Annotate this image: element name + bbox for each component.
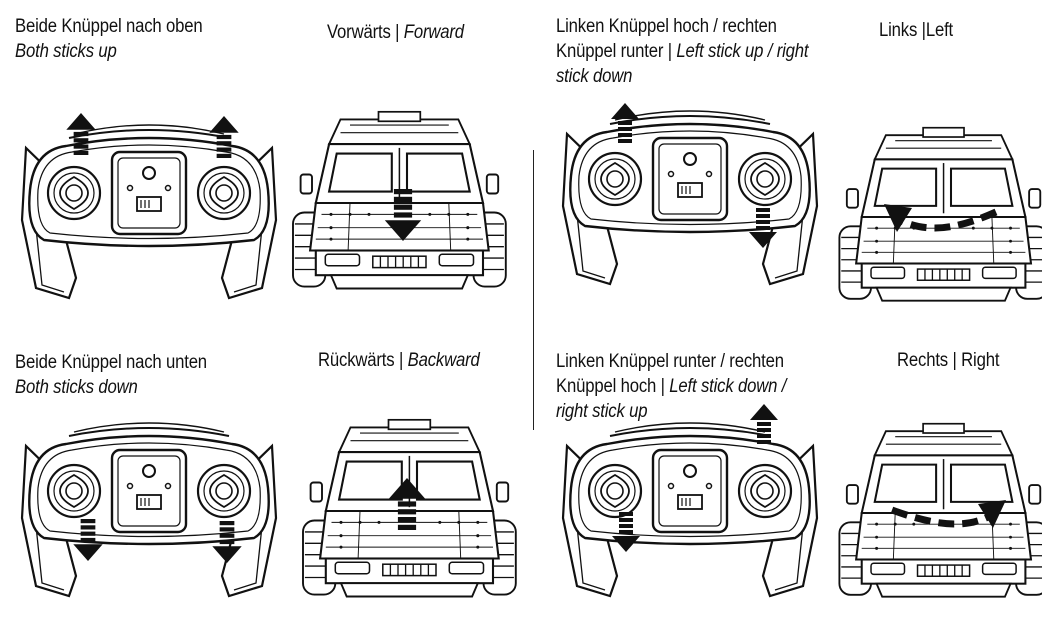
right-instruction: Linken Knüppel runter / rechten Knüppel … (556, 351, 787, 422)
forward-controller (20, 123, 278, 300)
right-right-stick-up-arrow (750, 404, 778, 444)
left-controller (561, 109, 819, 286)
left-instruction: Linken Knüppel hoch / rechten Knüppel ru… (556, 16, 809, 87)
backward-instruction: Beide Knüppel nach unten Both sticks dow… (15, 352, 207, 398)
right-direction-label: Rechts | Right (897, 350, 1000, 371)
right-curved-arrow (890, 500, 1006, 528)
left-vehicle (838, 126, 1042, 302)
left-direction-label: Links |Left (879, 20, 954, 41)
right-controller (561, 421, 819, 598)
backward-controller (20, 421, 278, 598)
left-curved-arrow (884, 204, 998, 232)
right-vehicle (838, 422, 1042, 598)
backward-direction-label: Rückwärts | Backward (318, 350, 480, 371)
center-divider (533, 150, 534, 430)
backward-vehicle (301, 418, 517, 598)
forward-instruction: Beide Knüppel nach oben Both sticks up (15, 16, 203, 62)
forward-direction-label: Vorwärts | Forward (327, 22, 464, 43)
